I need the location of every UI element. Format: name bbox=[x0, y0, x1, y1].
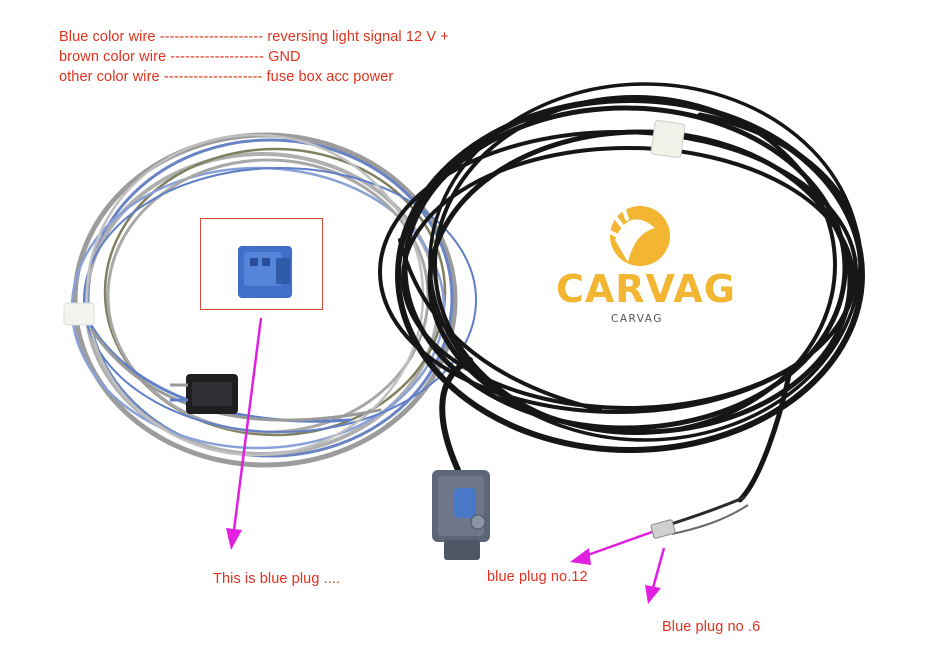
thin-wire-pin bbox=[650, 495, 749, 539]
blue-connector-highlight-box bbox=[200, 218, 323, 310]
carvag-logo-mark bbox=[608, 206, 670, 266]
callout-blue-plug: This is blue plug .... bbox=[213, 571, 341, 587]
arrow-plug-no12 bbox=[570, 530, 653, 565]
arrow-blue-plug bbox=[226, 317, 263, 550]
note-brown-wire: brown color wire ------------------- GND bbox=[59, 49, 301, 65]
callout-arrows bbox=[226, 317, 666, 604]
arrow-plug-no6 bbox=[645, 547, 666, 604]
callout-plug-no12: blue plug no.12 bbox=[487, 569, 588, 585]
black-cable-coil bbox=[378, 82, 865, 503]
note-blue-wire: Blue color wire --------------------- re… bbox=[59, 29, 449, 45]
carvag-logo-subtext: CARVAG bbox=[611, 313, 663, 325]
gray-coil-tape bbox=[63, 302, 95, 326]
blue-connector-closeup bbox=[238, 246, 292, 298]
callout-plug-no6: Blue plug no .6 bbox=[662, 619, 761, 635]
black-connector bbox=[170, 374, 238, 414]
grey-fakra-connector bbox=[432, 470, 490, 560]
carvag-logo-text: CARVAG bbox=[556, 267, 736, 311]
black-coil-tape bbox=[650, 119, 686, 159]
note-other-wire: other color wire -------------------- fu… bbox=[59, 69, 394, 85]
